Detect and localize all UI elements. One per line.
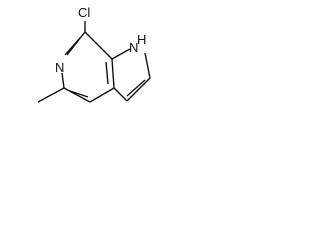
pyridine-nitrogen-label: N — [55, 60, 64, 75]
bond-c4-c3a — [89, 87, 115, 103]
bond-c7a-n1 — [111, 48, 131, 60]
chlorine-label: Cl — [78, 5, 90, 20]
bond-c5-methyl — [37, 87, 65, 103]
bond-c3a-c7a — [111, 58, 115, 89]
molecule-diagram: Cl N H N — [0, 0, 174, 134]
pyrrole-nitrogen-label: N — [129, 40, 138, 55]
bond-c2-c3 — [126, 77, 151, 102]
bond-c2-c3-double — [126, 79, 146, 97]
bond-c3a-c7a-double — [105, 61, 109, 85]
bond-c7a-c7 — [84, 31, 113, 60]
bond-c3-c3a — [113, 87, 128, 102]
bond-c5-c4-double — [69, 90, 89, 98]
bond-n6-c5 — [61, 72, 65, 89]
structure-drawing: Cl N H N — [37, 5, 151, 103]
pyrrole-hydrogen-label: H — [137, 32, 146, 47]
bond-c5-c4 — [63, 87, 91, 103]
bond-n1-c2 — [144, 52, 151, 79]
bond-c7-n6-double — [64, 37, 81, 56]
